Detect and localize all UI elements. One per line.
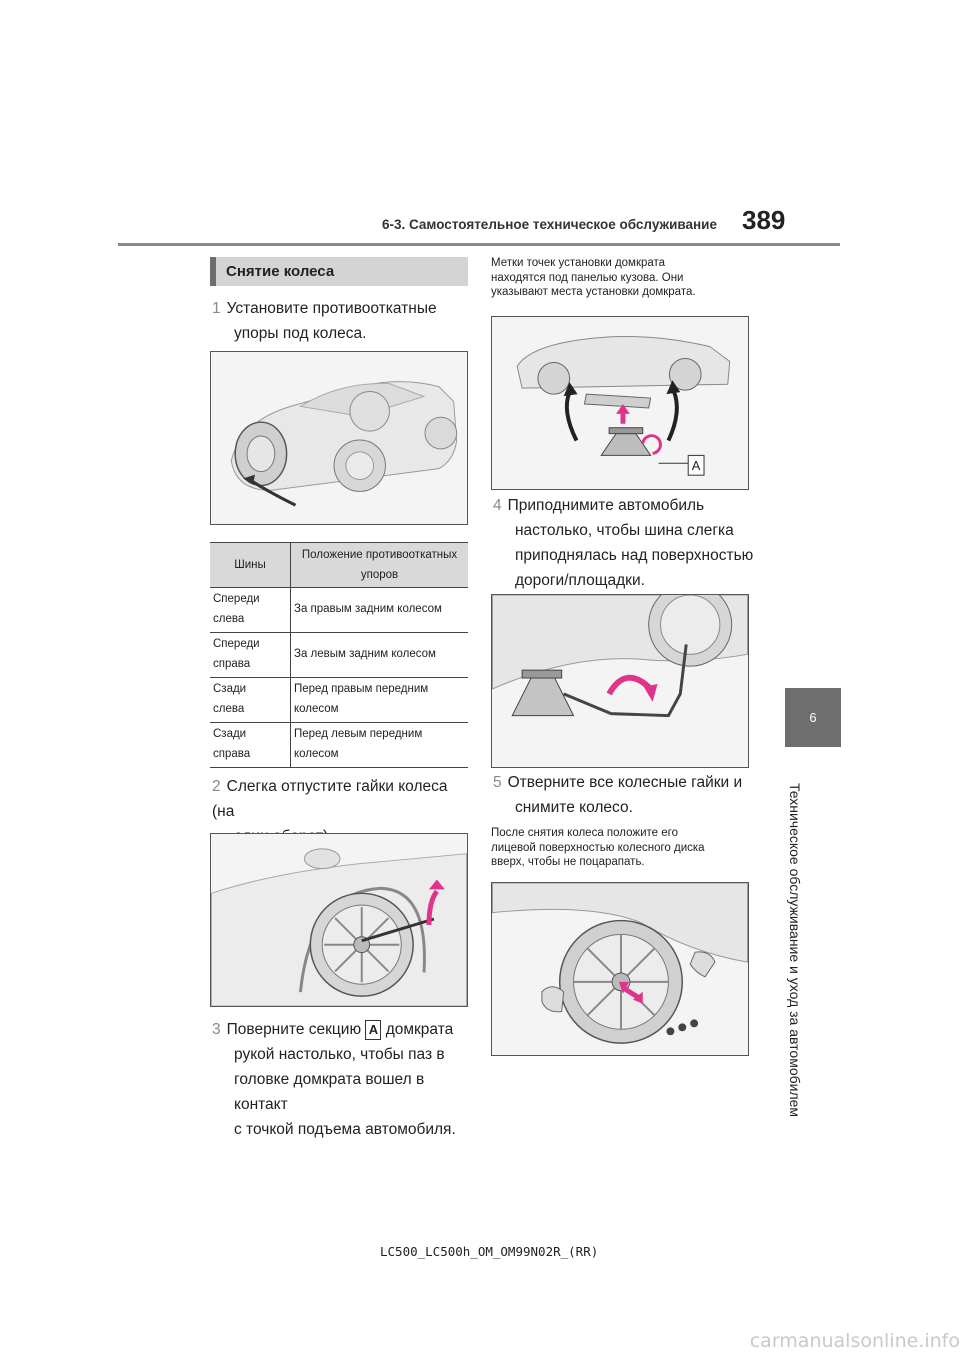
step-1: 1 Установите противооткатные упоры под ко… <box>212 296 472 346</box>
tire-cell: справа <box>213 658 251 670</box>
step-text: с точкой подъема автомобиля. <box>234 1121 456 1138</box>
step-text: дороги/площадки. <box>515 572 645 589</box>
step-text: Поверните секцию <box>226 1021 362 1038</box>
position-cell: Перед правым передним <box>294 683 429 695</box>
step-number: 4 <box>493 497 502 514</box>
chapter-number: 6 <box>809 710 817 725</box>
position-cell: колесом <box>294 703 339 715</box>
position-cell: За правым задним колесом <box>294 603 442 615</box>
jack-points-illustration: A <box>492 317 748 489</box>
note-line: находятся под панелью кузова. Они <box>491 271 684 284</box>
header-rule <box>118 243 840 246</box>
chock-position-table: Шины Положение противооткатных упоров Сп… <box>210 542 468 768</box>
loosen-nuts-illustration <box>211 834 467 1006</box>
position-cell: колесом <box>294 748 339 760</box>
note-after-removal: После снятия колеса положите его лицевой… <box>491 826 761 870</box>
car-chock-illustration <box>211 352 467 524</box>
step-5: 5 Отверните все колесные гайки и снимите … <box>493 770 763 820</box>
table-row: Спереди слева За правым задним колесом <box>210 587 468 633</box>
note-line: указывают места установки домкрата. <box>491 286 696 298</box>
table-row: Сзади справа Перед левым передним колесом <box>210 722 468 768</box>
label-a-box: A <box>365 1019 382 1040</box>
raise-vehicle-illustration <box>492 595 748 767</box>
table-header-position: Положение противооткатных упоров <box>290 542 468 588</box>
note-jack-points: Метки точек установки домкрата находятся… <box>491 256 761 300</box>
step-text: Отверните все колесные гайки и <box>507 774 743 791</box>
table-row: Сзади слева Перед правым передним колесом <box>210 677 468 723</box>
watermark: carmanualsonline.info <box>749 1330 960 1352</box>
remove-wheel-illustration <box>492 883 748 1055</box>
step-text: настолько, чтобы шина слегка <box>515 522 734 539</box>
step-number: 1 <box>212 300 221 317</box>
figure-wheel-chock <box>210 351 468 525</box>
figure-raise-vehicle <box>491 594 749 768</box>
tire-cell: Спереди <box>213 638 260 650</box>
step-text: головке домкрата вошел в контакт <box>234 1071 425 1113</box>
step-text: Слегка отпустите гайки колеса (на <box>212 778 448 820</box>
position-cell: Перед левым передним <box>294 728 423 740</box>
step-text: Приподнимите автомобиль <box>507 497 705 514</box>
section-heading: Снятие колеса <box>210 257 468 286</box>
table-row: Спереди справа За левым задним колесом <box>210 632 468 678</box>
step-text: упоры под колеса. <box>234 325 367 342</box>
tire-cell: слева <box>213 613 245 625</box>
note-line: вверх, чтобы не поцарапать. <box>491 856 645 868</box>
note-line: Метки точек установки домкрата <box>491 257 666 269</box>
step-4: 4 Приподнимите автомобиль настолько, чтоб… <box>493 493 763 593</box>
step-text: домкрата <box>385 1021 454 1038</box>
tire-cell: Сзади <box>213 728 247 740</box>
chapter-side-title: Техническое обслуживание и уход за автом… <box>760 760 830 1140</box>
figure-loosen-nuts <box>210 833 468 1007</box>
step-number: 5 <box>493 774 502 791</box>
position-cell: За левым задним колесом <box>294 648 436 660</box>
tire-cell: слева <box>213 703 245 715</box>
page-number: 389 <box>742 205 786 235</box>
tire-cell: справа <box>213 748 251 760</box>
step-number: 2 <box>212 778 221 795</box>
tire-cell: Сзади <box>213 683 247 695</box>
label-a: A <box>692 458 701 473</box>
chapter-tab[interactable]: 6 <box>785 688 841 747</box>
note-line: лицевой поверхностью колесного диска <box>491 841 705 854</box>
figure-remove-wheel <box>491 882 749 1056</box>
step-text: снимите колесо. <box>515 799 633 816</box>
step-text: рукой настолько, чтобы паз в <box>234 1046 445 1063</box>
doc-code: LC500_LC500h_OM_OM99N02R_(RR) <box>380 1244 599 1259</box>
chapter-title-text: Техническое обслуживание и уход за автом… <box>787 782 803 1118</box>
tire-cell: Спереди <box>213 593 260 605</box>
step-text: приподнялась над поверхностью <box>515 547 754 564</box>
note-line: После снятия колеса положите его <box>491 827 678 839</box>
table-header-tires: Шины <box>210 542 291 588</box>
section-title: 6-3. Самостоятельное техническое обслужи… <box>382 217 717 232</box>
step-number: 3 <box>212 1021 221 1038</box>
step-text: Установите противооткатные <box>226 300 437 317</box>
figure-jack-points: A <box>491 316 749 490</box>
step-3: 3 Поверните секцию A домкрата рукой насто… <box>212 1017 474 1142</box>
